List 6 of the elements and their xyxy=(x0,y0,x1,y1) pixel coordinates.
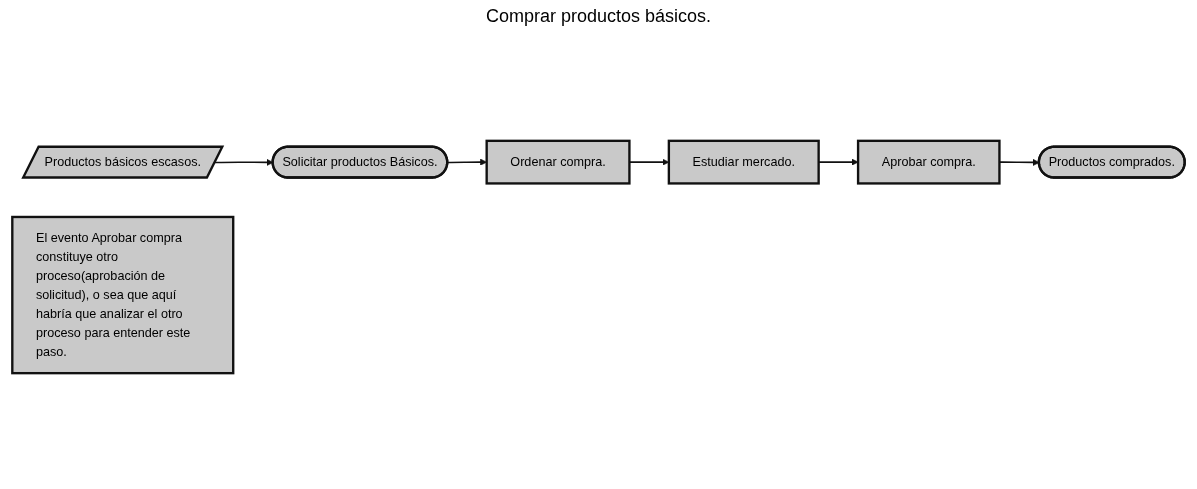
node-box: Aprobar compra. xyxy=(856,139,1001,185)
node-box: Ordenar compra. xyxy=(485,139,631,185)
node-box: Estudiar mercado. xyxy=(667,139,820,185)
node-box: El evento Aprobar compra constituye otro proceso(aprobación de solicitud), o sea que aquí habría que analizar el otro proceso para entender este paso. xyxy=(11,215,235,375)
note-text: Comprar productos básicos. xyxy=(485,6,712,26)
arrow xyxy=(214,158,274,166)
